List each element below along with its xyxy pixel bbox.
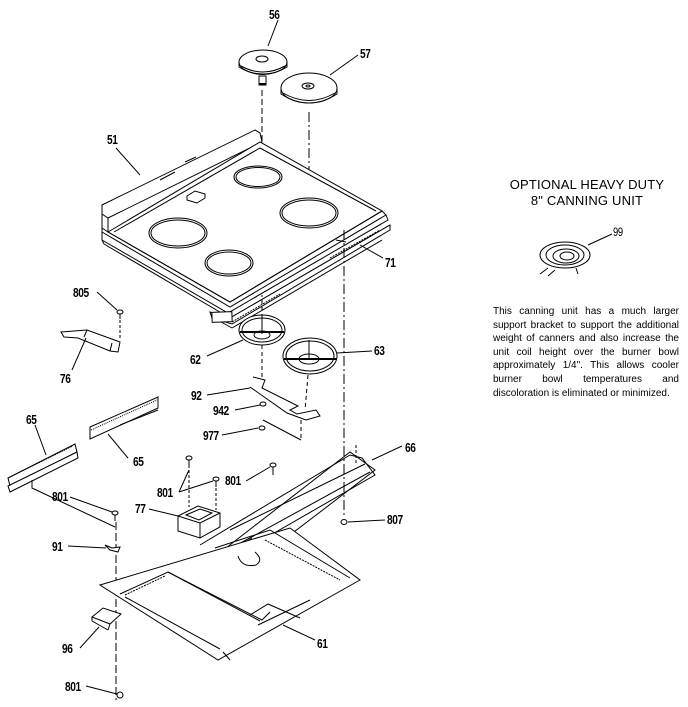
leader-56 xyxy=(268,20,278,46)
receptacle-77[interactable] xyxy=(178,506,220,538)
leader-96 xyxy=(80,627,99,648)
leader-801-d xyxy=(70,497,112,512)
side-trim-65-right[interactable] xyxy=(90,397,158,439)
part-label-977: 977 xyxy=(203,428,219,443)
hinge-bracket-96[interactable] xyxy=(92,608,121,630)
part-label-805: 805 xyxy=(73,285,89,300)
alignment-line xyxy=(263,420,301,440)
canning-unit-description: This canning unit has a much larger supp… xyxy=(493,306,679,399)
screw-801-a[interactable] xyxy=(186,456,192,468)
part-label-65-right: 65 xyxy=(133,454,144,469)
clip-91[interactable] xyxy=(105,545,120,552)
alignment-line xyxy=(305,375,308,410)
leader-801-c xyxy=(246,467,270,481)
part-label-801-bottom: 801 xyxy=(65,679,81,694)
leader-65-right xyxy=(108,434,128,458)
leader-71 xyxy=(360,245,383,258)
screw-801-d[interactable] xyxy=(112,511,118,521)
leader-57 xyxy=(330,55,358,75)
leader-66 xyxy=(372,446,402,460)
part-label-942: 942 xyxy=(213,403,229,418)
screw-801-c[interactable] xyxy=(270,463,276,475)
canning-unit-title-line2: 8" CANNING UNIT xyxy=(530,193,644,208)
part-label-61: 61 xyxy=(317,636,328,651)
screw-801-bottom[interactable] xyxy=(117,692,123,698)
leader-92 xyxy=(207,388,250,395)
part-label-63: 63 xyxy=(374,343,385,358)
part-label-99: 99 xyxy=(613,225,623,239)
leader-977 xyxy=(222,428,258,435)
part-label-71: 71 xyxy=(385,255,396,270)
part-label-801-b: 801 xyxy=(157,485,173,500)
part-label-801-a: 801 xyxy=(52,489,68,504)
leader-801-bc xyxy=(179,470,189,492)
part-label-76: 76 xyxy=(60,371,71,386)
leader-942 xyxy=(235,405,260,410)
part-label-62: 62 xyxy=(190,352,201,367)
screw-805[interactable] xyxy=(117,310,123,319)
leader-807 xyxy=(348,520,385,522)
support-bracket-92[interactable] xyxy=(250,377,320,420)
burner-box-61[interactable] xyxy=(100,528,360,660)
part-label-801-c: 801 xyxy=(225,473,241,488)
main-top-51[interactable] xyxy=(102,130,390,328)
part-label-66: 66 xyxy=(405,440,416,455)
leader-805 xyxy=(97,292,117,310)
leader-801-bc2 xyxy=(179,481,213,492)
leader-91 xyxy=(68,546,106,548)
leader-51 xyxy=(116,148,140,175)
bracket-76[interactable] xyxy=(61,330,120,352)
leader-61 xyxy=(283,625,315,640)
washer-942[interactable] xyxy=(260,402,266,406)
screw-801-b[interactable] xyxy=(213,477,219,487)
canning-unit-title-line1: OPTIONAL HEAVY DUTY xyxy=(509,177,665,192)
leader-99 xyxy=(588,234,612,245)
leader-76 xyxy=(72,338,86,370)
side-trim-65-left[interactable] xyxy=(8,444,78,492)
part-label-92: 92 xyxy=(191,388,202,403)
leader-65-left xyxy=(35,425,46,455)
part-label-77: 77 xyxy=(135,501,146,516)
part-label-57: 57 xyxy=(360,46,371,61)
screw-807[interactable] xyxy=(341,520,347,525)
part-label-91: 91 xyxy=(52,539,63,554)
leader-77 xyxy=(149,509,178,516)
surface-unit-56[interactable] xyxy=(239,50,287,85)
leader-tick xyxy=(336,240,346,242)
part-label-807: 807 xyxy=(387,512,403,527)
part-label-56: 56 xyxy=(269,7,280,22)
nut-977[interactable] xyxy=(259,426,265,430)
part-label-65-left: 65 xyxy=(26,412,37,427)
part-label-51: 51 xyxy=(107,132,118,147)
leader-62 xyxy=(207,340,243,356)
surface-unit-57[interactable] xyxy=(281,73,337,103)
leader-801-bottom xyxy=(86,686,117,694)
leader-63 xyxy=(337,351,372,353)
part-label-96: 96 xyxy=(62,641,73,656)
burner-bowl-62[interactable] xyxy=(239,315,285,345)
burner-bowl-63[interactable] xyxy=(283,338,337,374)
alignment-line xyxy=(32,480,115,527)
canning-unit-99[interactable] xyxy=(540,242,590,276)
canning-unit-title: OPTIONAL HEAVY DUTY 8" CANNING UNIT xyxy=(492,177,682,209)
